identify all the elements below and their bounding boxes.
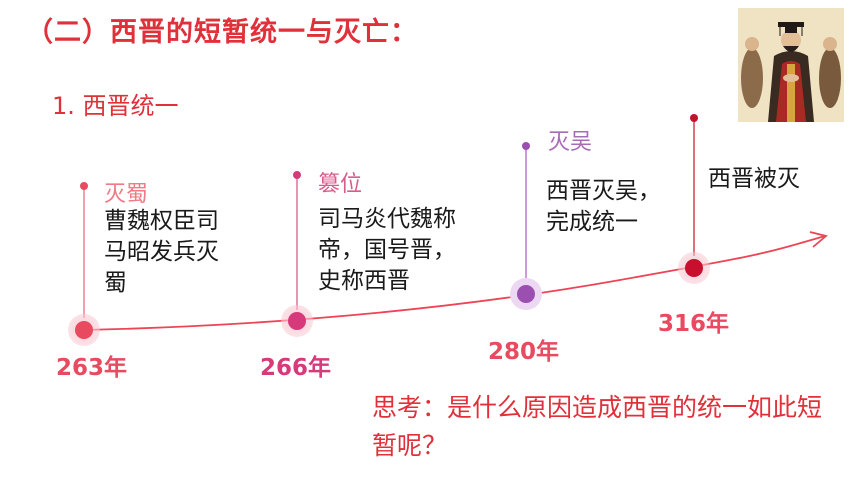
stem-dot-266 xyxy=(293,171,301,179)
stem-dot-280 xyxy=(522,142,530,150)
event-text-line: 西晋灭吴， xyxy=(546,178,661,204)
year-266: 266年 xyxy=(260,355,332,381)
event-text-line: 西晋被灭 xyxy=(708,166,800,192)
event-text-line: 蜀 xyxy=(104,270,127,296)
page-title: （二）西晋的短暂统一与灭亡： xyxy=(26,17,418,48)
event-label-263: 灭蜀 xyxy=(104,182,149,207)
event-text-line: 曹魏权臣司 xyxy=(104,208,219,234)
event-text-line: 史称西晋 xyxy=(318,268,410,294)
node-280 xyxy=(517,285,535,303)
section-subtitle: 1. 西晋统一 xyxy=(52,92,179,120)
reflection-question: 思考：是什么原因造成西晋的统一如此短暂呢？ xyxy=(372,393,823,460)
event-text-263: 曹魏权臣司 马昭发兵灭 蜀 xyxy=(104,206,219,299)
event-text-line: 马昭发兵灭 xyxy=(104,239,219,265)
event-text-line: 完成统一 xyxy=(546,209,638,235)
event-text-316: 西晋被灭 xyxy=(708,164,800,195)
event-text-280: 西晋灭吴， 完成统一 xyxy=(546,176,661,238)
node-316 xyxy=(685,259,703,277)
timeline-arrowhead xyxy=(809,231,828,248)
year-316: 316年 xyxy=(658,311,730,337)
event-text-line: 司马炎代魏称 xyxy=(318,206,456,232)
node-263 xyxy=(75,321,93,339)
timeline-line xyxy=(83,235,826,331)
event-text-line: 帝，国号晋， xyxy=(318,237,456,263)
event-label-266: 篡位 xyxy=(318,172,363,197)
node-266 xyxy=(288,312,306,330)
emperor-portrait-image xyxy=(738,8,844,122)
stem-dot-316 xyxy=(690,114,698,122)
year-263: 263年 xyxy=(56,355,128,381)
event-label-280: 灭吴 xyxy=(548,130,593,155)
stem-dot-263 xyxy=(80,182,88,190)
event-text-266: 司马炎代魏称 帝，国号晋， 史称西晋 xyxy=(318,204,456,297)
year-280: 280年 xyxy=(488,339,560,365)
